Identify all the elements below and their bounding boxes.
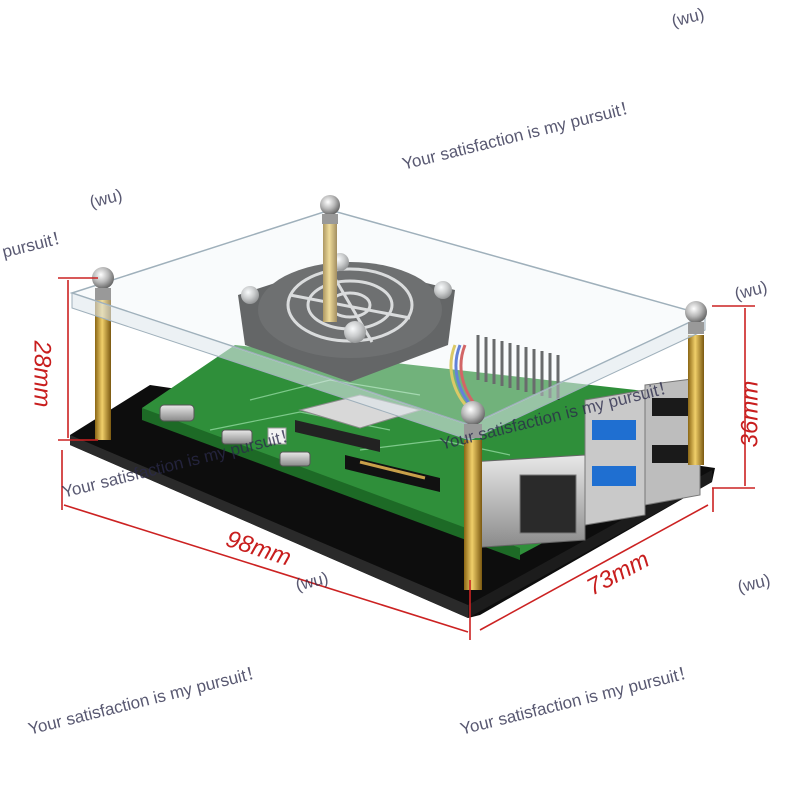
- dimension-lines: [58, 277, 755, 640]
- acrylic-nuts: [92, 195, 707, 438]
- dimension-height-left: 28mm: [28, 340, 56, 408]
- cooling-fan: [238, 253, 455, 382]
- acrylic-top-plate: [69, 209, 708, 441]
- dimension-height-right: 36mm: [736, 380, 764, 448]
- brass-standoffs: [95, 222, 704, 590]
